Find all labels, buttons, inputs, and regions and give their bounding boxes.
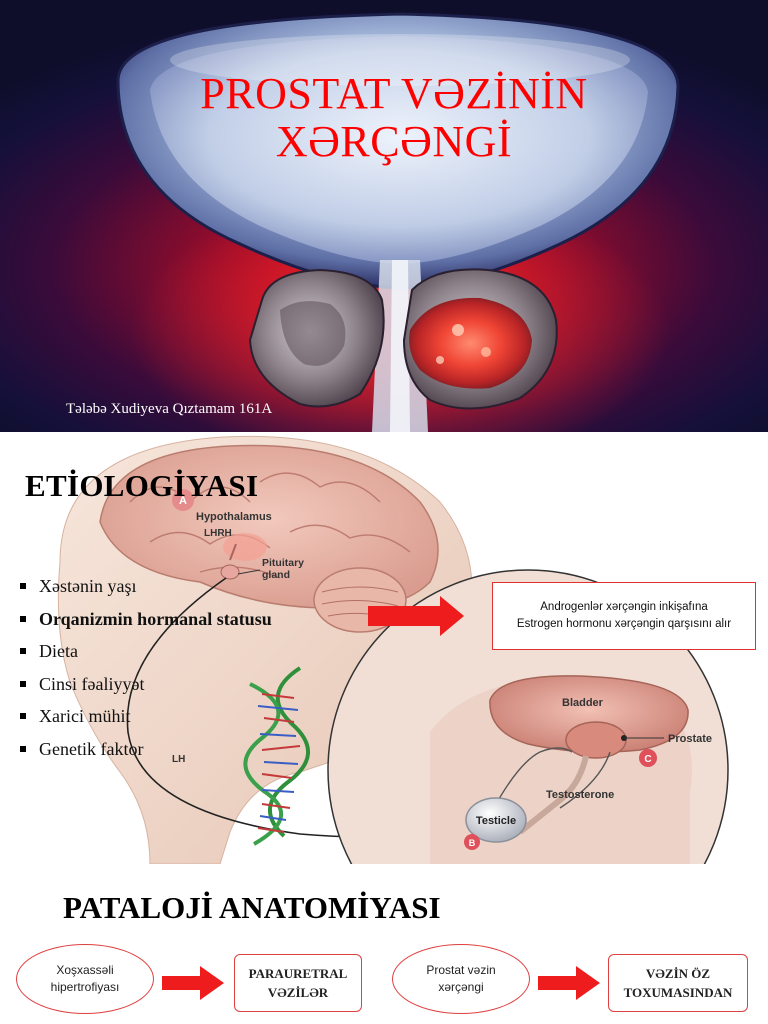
author-caption: Tələbə Xudiyeva Qıztamam 161A [66,401,273,417]
bullet-item: Genetik faktor [18,733,272,766]
flow-node-text: PARAURETRAL [248,966,348,981]
flow-node-cancer: Prostat vəzin xərçəngi [392,944,530,1014]
diagram-label-pituitary-1: Pituitary [262,557,304,569]
arrow-right-icon [368,596,464,636]
flow-node-text: xərçəngi [438,980,484,994]
diagram-label-prostate: Prostate [668,733,712,745]
flow-node-own-tissue: VƏZİN ÖZ TOXUMASINDAN [608,954,748,1012]
bullet-item: Dieta [18,635,272,668]
main-title: PROSTAT VƏZİNİN XƏRÇƏNGİ [0,70,768,166]
bullet-item: Xarici mühit [18,700,272,733]
slide-etiology: A Hypothalamus LHRH Pituitary gland LH [0,432,768,864]
flow-node-text: VƏZİN ÖZ [645,966,711,981]
flow-node-text: Xoşxassəli [56,963,114,977]
diagram-label-hypothalamus: Hypothalamus [196,511,272,523]
bullet-item: Orqanizmin hormanal statusu [18,603,272,636]
hormone-info-box: Androgenlər xərçəngin inkişafına Estroge… [492,582,756,650]
info-line-1: Androgenlər xərçəngin inkişafına [540,601,708,613]
diagram-label-pituitary-2: gland [262,569,290,581]
main-title-line-2: XƏRÇƏNGİ [275,117,513,166]
diagram-label-testosterone: Testosterone [546,789,614,801]
flow-node-text: hipertrofiyası [50,980,120,994]
slide-pathology: PATALOJİ ANATOMİYASI Xoşxassəli hipertro… [0,864,768,1024]
diagram-label-lh: LH [172,754,185,765]
diagram-marker-c: C [644,754,651,765]
etiology-bullet-list: Xəstənin yaşı Orqanizmin hormanal status… [18,570,272,765]
dna-helix-icon [243,666,310,846]
diagram-marker-b: B [469,838,476,848]
arrow-right-icon [162,966,224,1000]
pathology-title: PATALOJİ ANATOMİYASI [63,890,441,925]
etiology-title: ETİOLOGİYASI [25,468,259,503]
diagram-marker-a: A [179,495,187,507]
prostate-illustration [116,12,680,432]
arrow-right-icon [538,966,600,1000]
main-title-line-1: PROSTAT VƏZİNİN [200,69,588,118]
flow-node-text: Prostat vəzin [426,963,496,977]
diagram-label-lhrh: LHRH [204,528,232,539]
bullet-item: Cinsi fəaliyyət [18,668,272,701]
flow-node-text: VƏZİLƏR [267,985,329,1000]
flow-node-text: TOXUMASINDAN [623,985,733,1000]
diagram-label-bladder: Bladder [562,697,604,709]
flow-node-bph: Xoşxassəli hipertrofiyası [16,944,154,1014]
info-line-2: Estrogen hormonu xərçəngin qarşısını alı… [516,618,732,630]
bullet-item: Xəstənin yaşı [18,570,272,603]
hormone-axis-illustration: A Hypothalamus LHRH Pituitary gland LH [57,435,729,864]
flow-node-paraurethral: PARAURETRAL VƏZİLƏR [234,954,362,1012]
diagram-label-testicle: Testicle [476,815,516,827]
slide-title: PROSTAT VƏZİNİN XƏRÇƏNGİ Tələbə Xudiyeva… [0,0,768,432]
